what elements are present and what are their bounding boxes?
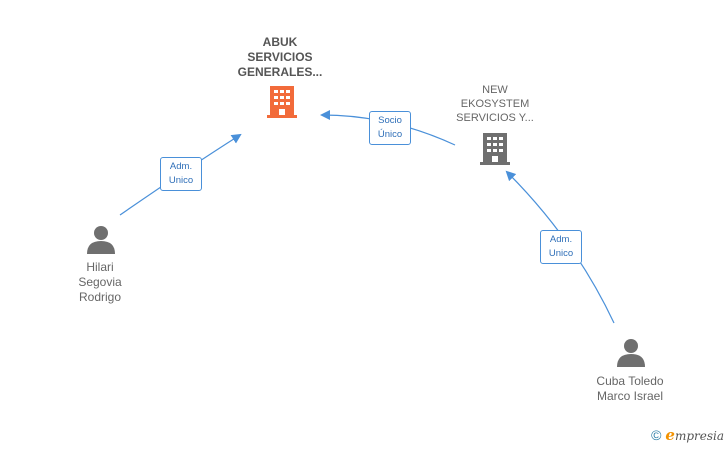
edge-label-line2: Unico bbox=[548, 248, 574, 259]
node-label-new-ekosystem[interactable]: NEW EKOSYSTEM SERVICIOS Y... bbox=[456, 84, 534, 124]
node-label-cuba[interactable]: Cuba Toledo Marco Israel bbox=[596, 374, 664, 403]
brand-name: mpresia bbox=[674, 429, 724, 443]
edge-label-line1: Socio bbox=[378, 115, 402, 126]
empresia-logo[interactable]: © empresia bbox=[651, 426, 724, 444]
building-icon[interactable] bbox=[480, 133, 510, 165]
copyright-icon: © bbox=[651, 427, 662, 443]
edge-label-line1: Adm. bbox=[169, 161, 193, 172]
edge-label-hilari-abuk: Adm. Unico bbox=[160, 157, 202, 191]
edge-label-line2: Único bbox=[377, 129, 403, 140]
person-icon[interactable] bbox=[617, 339, 645, 367]
edge-label-line1: Adm. bbox=[549, 234, 573, 245]
brand-initial: e bbox=[665, 426, 675, 444]
person-icon[interactable] bbox=[87, 226, 115, 254]
node-label-hilari[interactable]: Hilari Segovia Rodrigo bbox=[78, 260, 122, 304]
edge-label-new-ekosystem-abuk: Socio Único bbox=[369, 111, 411, 145]
building-icon[interactable] bbox=[267, 86, 297, 118]
edge-label-line2: Unico bbox=[168, 175, 194, 186]
edge-label-cuba-new-ekosystem: Adm. Unico bbox=[540, 230, 582, 264]
node-label-abuk[interactable]: ABUK SERVICIOS GENERALES... bbox=[237, 35, 323, 79]
